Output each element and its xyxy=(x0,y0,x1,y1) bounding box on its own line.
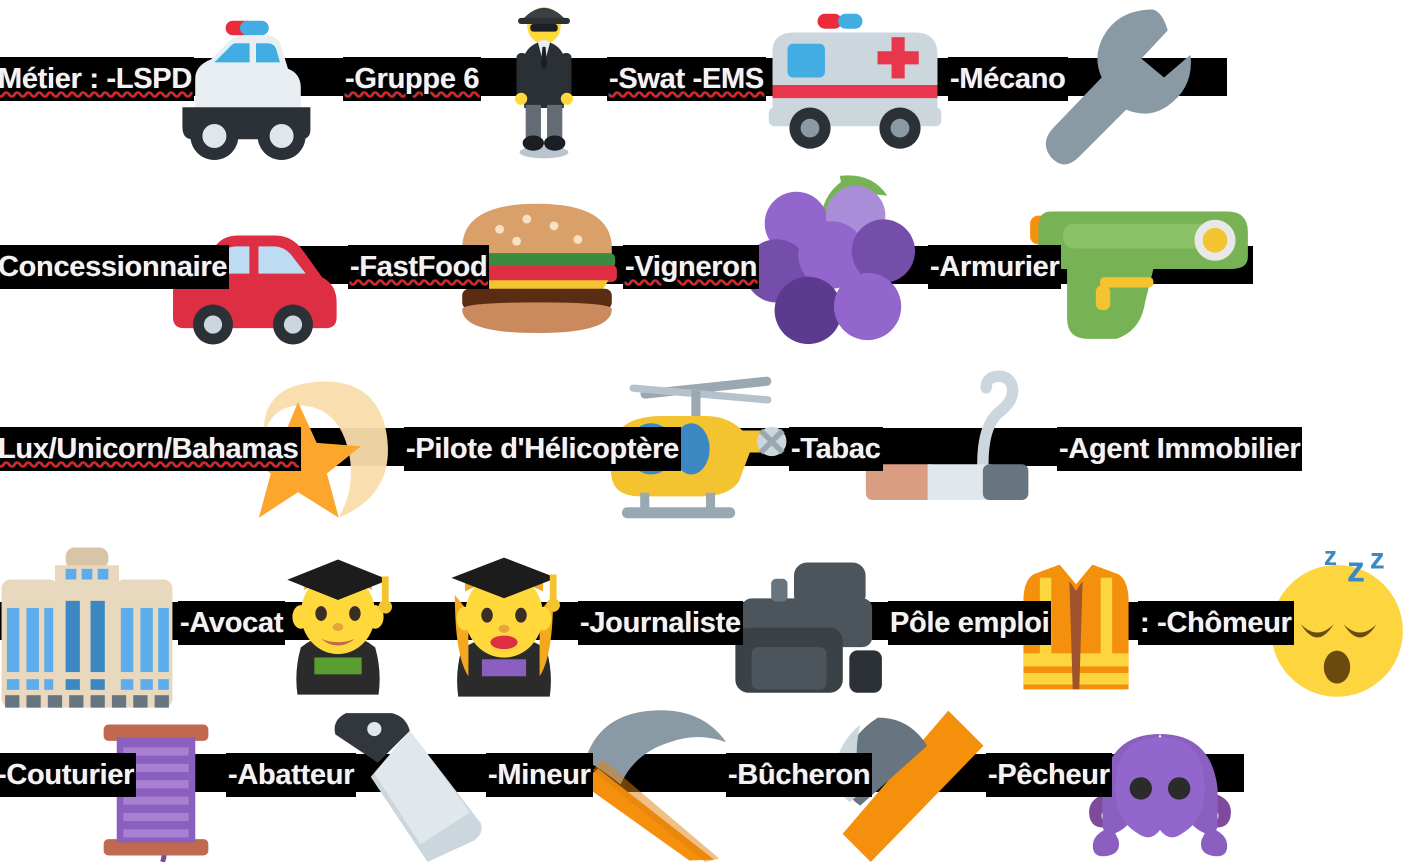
line-1-text-2: -Gruppe 6 xyxy=(343,57,482,101)
line-1-text-3: -Swat -EMS xyxy=(607,57,766,101)
line-4-text-1: -Avocat xyxy=(178,601,286,645)
line-5-text-4: -Bûcheron xyxy=(726,753,873,797)
svg-text:z: z xyxy=(1370,542,1385,575)
line-5-text-5: -Pêcheur xyxy=(986,753,1112,797)
line-5-text-3: -Mineur xyxy=(486,753,593,797)
line-5-text-1: -Couturier xyxy=(0,753,137,797)
line-3-text-2: -Pilote d'Hélicoptère xyxy=(404,427,681,471)
line-3-text-3: -Tabac xyxy=(789,427,883,471)
line-3-text-4: -Agent Immobilier xyxy=(1057,427,1303,471)
line-3-text-1: Lux/Unicorn/Bahamas xyxy=(0,427,301,471)
line-2-text-3: -Vigneron xyxy=(623,245,760,289)
svg-text:z: z xyxy=(1347,549,1365,590)
line-1-text-1: Métier : -LSPD xyxy=(0,57,194,101)
line-2-text-4: -Armurier xyxy=(928,245,1062,289)
line-4-text-3: Pôle emploi xyxy=(888,601,1052,645)
line-5-text-2: -Abatteur xyxy=(226,753,357,797)
line-4-text-4: : -Chômeur xyxy=(1138,601,1294,645)
line-1-text-4: -Mécano xyxy=(948,57,1068,101)
svg-text:z: z xyxy=(1324,542,1337,571)
line-4-text-2: -Journaliste xyxy=(578,601,743,645)
line-2-text-1: Concessionnaire xyxy=(0,245,230,289)
line-2-text-2: -FastFood xyxy=(348,245,490,289)
